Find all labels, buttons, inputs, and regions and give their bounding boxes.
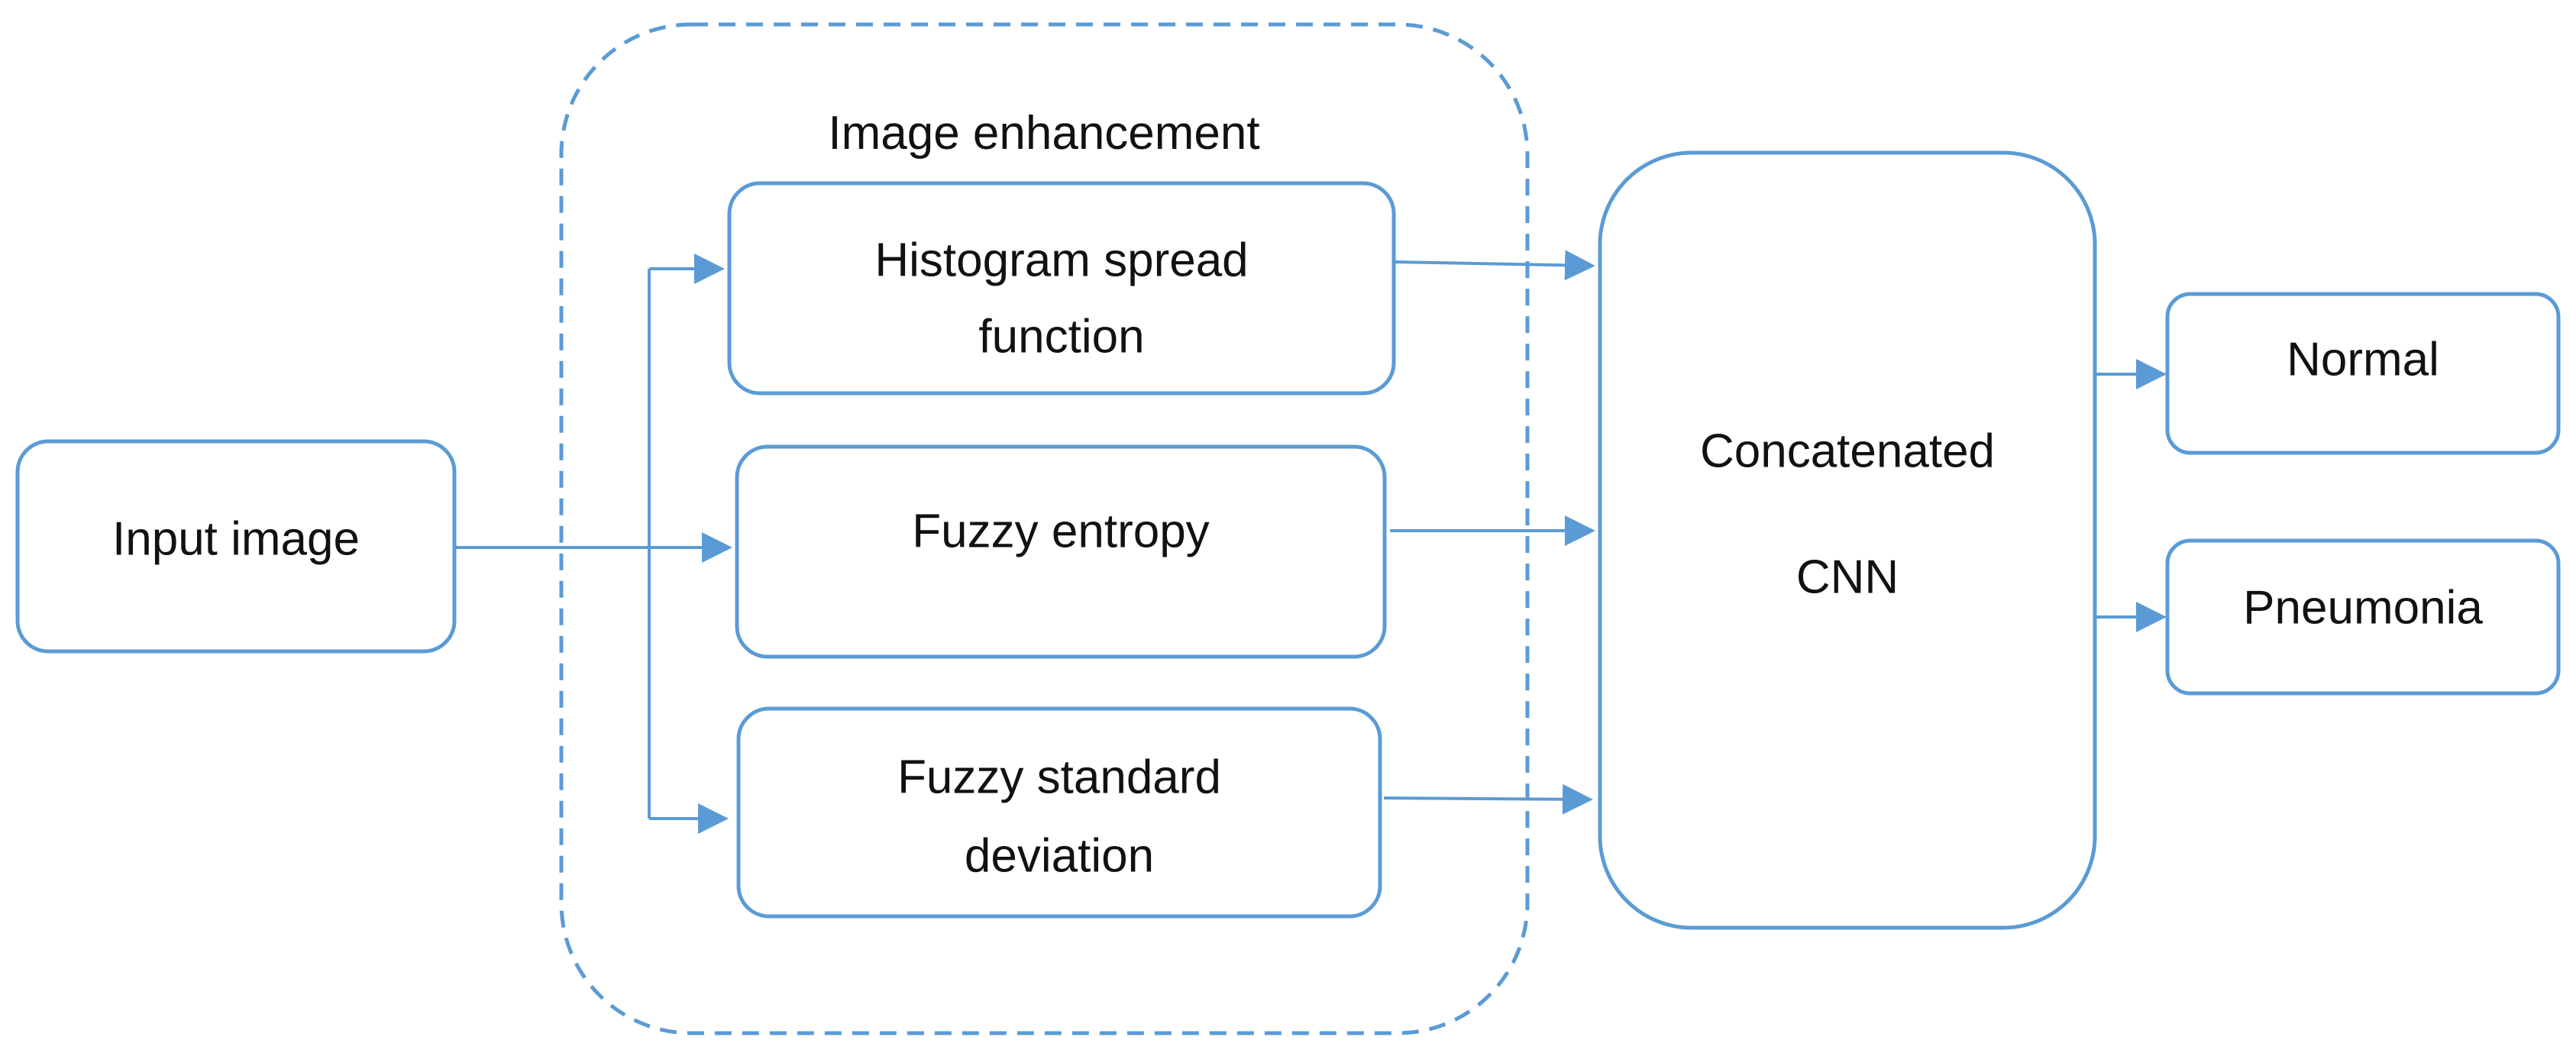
image-enhancement-group-border [559,22,1530,1035]
node-cnn-label-line2: CNN [1796,551,1899,603]
node-histogram-box [727,181,1396,396]
node-fuzzy-stddev-label-line1: Fuzzy standard [897,751,1221,803]
image-enhancement-group: Image enhancement [559,22,1530,1035]
node-fuzzy-entropy-label: Fuzzy entropy [912,505,1209,557]
node-fuzzy-entropy: Fuzzy entropy [735,444,1387,659]
node-fuzzy-stddev-box [736,706,1382,919]
node-concatenated-cnn: Concatenated CNN [1598,150,2097,930]
node-pneumonia-box [2165,538,2561,696]
node-normal-box [2165,292,2561,455]
node-histogram-label-line1: Histogram spread [874,234,1248,286]
node-fuzzy-standard-deviation: Fuzzy standard deviation [736,706,1382,919]
node-input-image: Input image [15,439,457,654]
edge-histogram-to-cnn [1393,250,1595,281]
node-pneumonia: Pneumonia [2165,538,2561,696]
node-histogram-label-line2: function [978,310,1144,363]
node-fuzzy-stddev-label-line2: deviation [965,829,1154,882]
edges [454,250,2167,834]
edge-stddev-to-cnn [1383,783,1593,815]
node-cnn-box [1598,150,2097,930]
node-cnn-label-line1: Concatenated [1700,425,1995,477]
node-normal: Normal [2165,292,2561,455]
node-input-image-label: Input image [112,512,360,565]
node-input-image-box [15,439,457,654]
node-pneumonia-label: Pneumonia [2243,581,2483,634]
node-fuzzy-entropy-box [735,444,1387,659]
node-normal-label: Normal [2287,333,2439,386]
node-histogram-spread-function: Histogram spread function [727,181,1396,396]
image-enhancement-group-label: Image enhancement [828,107,1259,160]
